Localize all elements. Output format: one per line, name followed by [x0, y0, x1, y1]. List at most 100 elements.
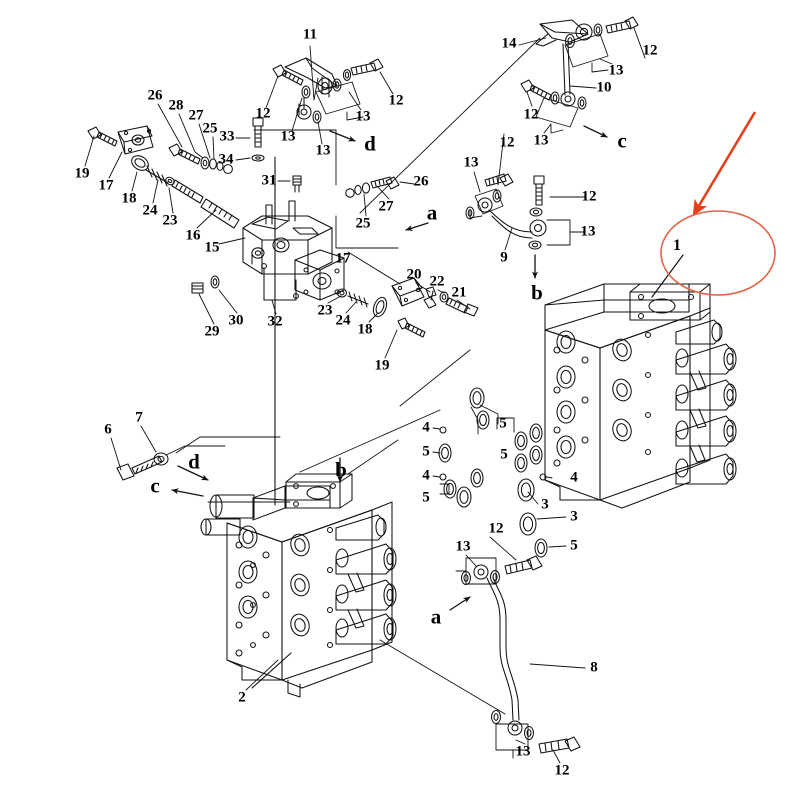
cover-plate-17-right	[391, 277, 425, 307]
callout-26: 26	[147, 87, 163, 104]
callout-12: 12	[523, 106, 539, 123]
callout-32: 32	[267, 313, 283, 330]
callout-d: d	[188, 449, 200, 474]
callout-12: 12	[388, 92, 404, 109]
callout-21: 21	[451, 284, 467, 301]
highlight-annotation-group	[660, 111, 776, 296]
callout-4: 4	[570, 469, 578, 486]
highlight-ellipse	[660, 210, 776, 296]
callout-leader-lines	[84, 27, 646, 764]
washer-22	[439, 291, 449, 303]
callout-28: 28	[168, 97, 184, 114]
bolt-12-left-lever	[272, 64, 304, 86]
bolt-19-lower	[397, 317, 426, 338]
callout-19: 19	[74, 165, 90, 182]
callout-2: 2	[238, 689, 246, 706]
callout-3: 3	[570, 508, 578, 525]
oring-cluster	[299, 349, 567, 558]
highlight-arrow	[692, 111, 757, 217]
bolt-6-washer-7	[116, 445, 226, 481]
plug-31	[292, 175, 302, 193]
bolt-33	[251, 117, 265, 162]
callout-27: 27	[378, 198, 394, 215]
callout-4: 4	[422, 467, 430, 484]
spring-24-right	[347, 291, 369, 308]
callout-12: 12	[488, 520, 504, 537]
callout-19: 19	[374, 357, 390, 374]
lever-14-assembly	[359, 16, 639, 214]
callout-13: 13	[355, 108, 371, 125]
callout-13: 13	[315, 142, 331, 159]
washer-34	[251, 154, 265, 162]
callout-20: 20	[406, 266, 422, 283]
callout-23: 23	[162, 212, 178, 229]
cover-plate-17	[117, 125, 154, 155]
callout-14: 14	[501, 35, 517, 52]
callout-d: d	[364, 131, 376, 156]
callout-12: 12	[255, 105, 271, 122]
spool-bank-right	[675, 343, 737, 485]
callout-7: 7	[135, 409, 143, 426]
callout-12: 12	[581, 188, 597, 205]
callout-25: 25	[202, 120, 218, 137]
oring-18	[131, 155, 149, 171]
callout-5: 5	[499, 415, 507, 432]
callout-1: 1	[673, 237, 681, 254]
callout-b: b	[335, 457, 347, 482]
oring-18-right	[372, 296, 388, 318]
callout-11: 11	[302, 26, 318, 43]
callout-24: 24	[142, 202, 158, 219]
oring-30	[210, 275, 220, 289]
main-valve-body-1	[544, 254, 737, 509]
callout-12: 12	[499, 134, 515, 151]
callout-25: 25	[355, 215, 371, 232]
callout-12: 12	[554, 762, 570, 779]
callout-15: 15	[204, 239, 220, 256]
washer-23	[336, 288, 348, 298]
callout-23: 23	[317, 302, 333, 319]
spring-24	[145, 165, 169, 187]
callout-c: c	[150, 473, 160, 498]
link-9-assembly	[405, 173, 581, 279]
callout-c: c	[617, 128, 627, 153]
callout-22: 22	[429, 273, 445, 290]
callout-5: 5	[422, 443, 430, 460]
plug-29	[191, 275, 220, 294]
bolt-19-upper	[87, 126, 118, 147]
callout-24: 24	[335, 312, 351, 329]
lever-11-assembly	[272, 57, 384, 142]
callout-6: 6	[104, 421, 112, 438]
callout-30: 30	[228, 312, 244, 329]
hose-8-assembly	[347, 439, 586, 759]
callout-3: 3	[541, 496, 549, 513]
callout-13: 13	[580, 223, 596, 240]
spool-right-group	[336, 288, 388, 318]
callout-5: 5	[500, 446, 508, 463]
bolt-26-right-group	[345, 176, 400, 198]
spool-shaft-16	[131, 155, 240, 229]
callout-b: b	[531, 280, 543, 305]
linkage-20-22-21	[423, 286, 479, 317]
callout-17: 17	[335, 250, 351, 267]
main-valve-body-2	[171, 436, 397, 698]
callout-13: 13	[280, 128, 296, 145]
callout-a: a	[426, 200, 438, 225]
callout-17: 17	[98, 177, 114, 194]
upper-valve-assembly-group	[87, 117, 479, 506]
callout-10: 10	[596, 79, 612, 96]
callout-16: 16	[185, 227, 201, 244]
callout-31: 31	[261, 172, 277, 189]
callout-34: 34	[218, 151, 234, 168]
spool-bank-left	[335, 514, 397, 645]
callout-13: 13	[463, 154, 479, 171]
callout-5: 5	[422, 489, 430, 506]
callout-12: 12	[642, 42, 658, 59]
callout-5: 5	[570, 537, 578, 554]
callout-18: 18	[357, 321, 373, 338]
callout-13: 13	[455, 538, 471, 555]
callout-26: 26	[413, 173, 429, 190]
callout-8: 8	[590, 659, 598, 676]
callout-33: 33	[219, 128, 235, 145]
callout-13: 13	[533, 132, 549, 149]
